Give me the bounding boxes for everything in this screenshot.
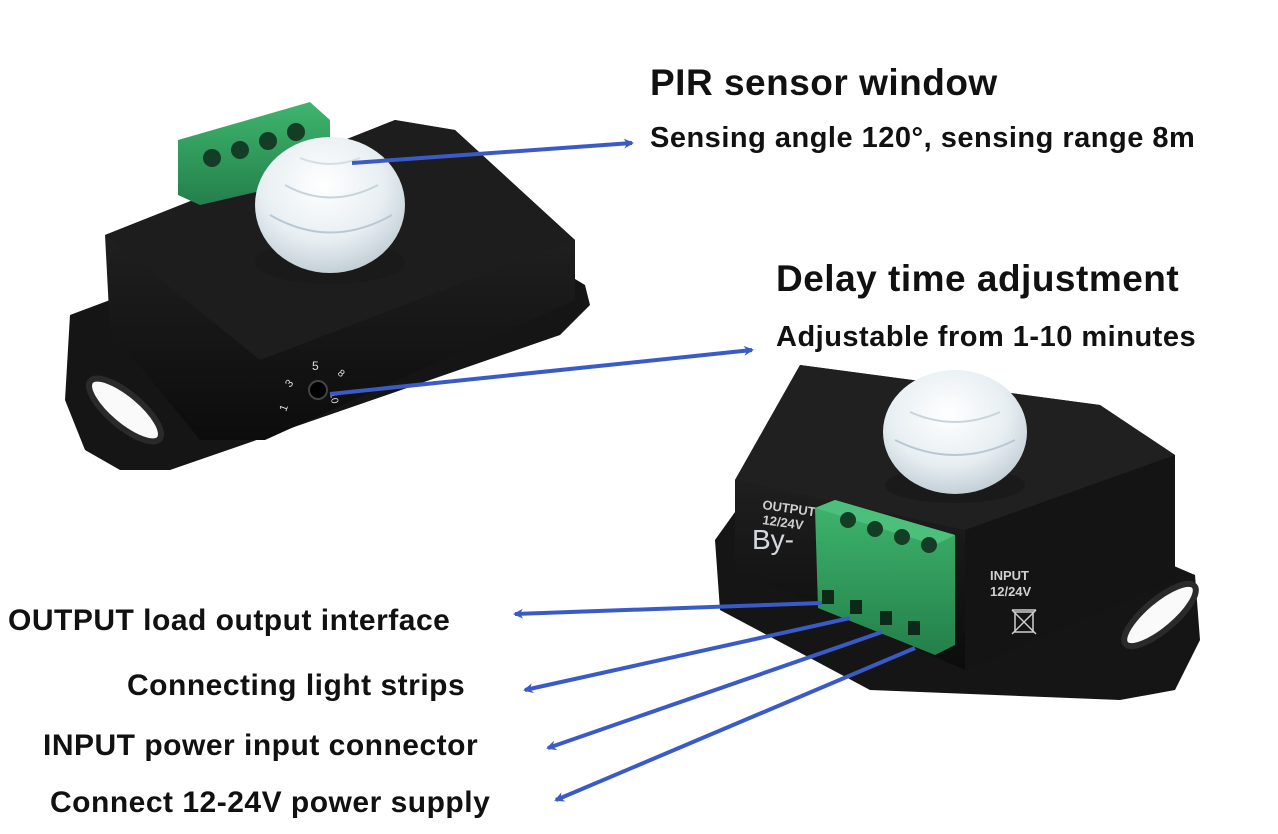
- pir-sensor-module-bottom: OUTPUT 12/24V INPUT 12/24V: [715, 365, 1200, 700]
- arrow-light-strips: [523, 616, 851, 694]
- delay-time-detail: Adjustable from 1-10 minutes: [776, 321, 1197, 353]
- output-marking: OUTPUT: [762, 497, 817, 519]
- pir-dome-bottom: [883, 370, 1027, 503]
- callout-arrows: [329, 138, 916, 802]
- recycle-bin-icon: [1011, 609, 1037, 635]
- arrow-power: [554, 646, 916, 802]
- pir-sensor-title: PIR sensor window: [650, 62, 998, 103]
- arrow-pir: [351, 138, 634, 165]
- power-supply-label: Connect 12-24V power supply: [50, 786, 491, 819]
- input-voltage-marking: 12/24V: [990, 584, 1032, 599]
- input-marking: INPUT: [990, 568, 1029, 583]
- mounting-slot-left: [86, 375, 164, 445]
- input-connector-label: INPUT power input connector: [43, 729, 479, 762]
- delay-time-title: Delay time adjustment: [776, 258, 1180, 299]
- output-voltage-marking: 12/24V: [762, 512, 805, 533]
- arrow-output: [513, 601, 823, 619]
- light-strips-label: Connecting light strips: [127, 669, 466, 702]
- arrow-delay: [329, 345, 754, 396]
- pir-dome-top: [255, 137, 405, 284]
- dial-number-8: 8: [335, 368, 347, 380]
- dial-number-5: 5: [312, 359, 319, 373]
- terminal-block-bottom: [815, 500, 955, 655]
- watermark-text: By-: [752, 524, 794, 555]
- mounting-slot-right: [1121, 580, 1199, 650]
- dial-number-1: 1: [278, 403, 291, 413]
- pir-sensor-detail: Sensing angle 120°, sensing range 8m: [650, 122, 1196, 154]
- arrow-input: [546, 630, 883, 751]
- output-interface-label: OUTPUT load output interface: [8, 604, 451, 637]
- pir-sensor-module-top: 1 3 5 8 10: [65, 102, 590, 470]
